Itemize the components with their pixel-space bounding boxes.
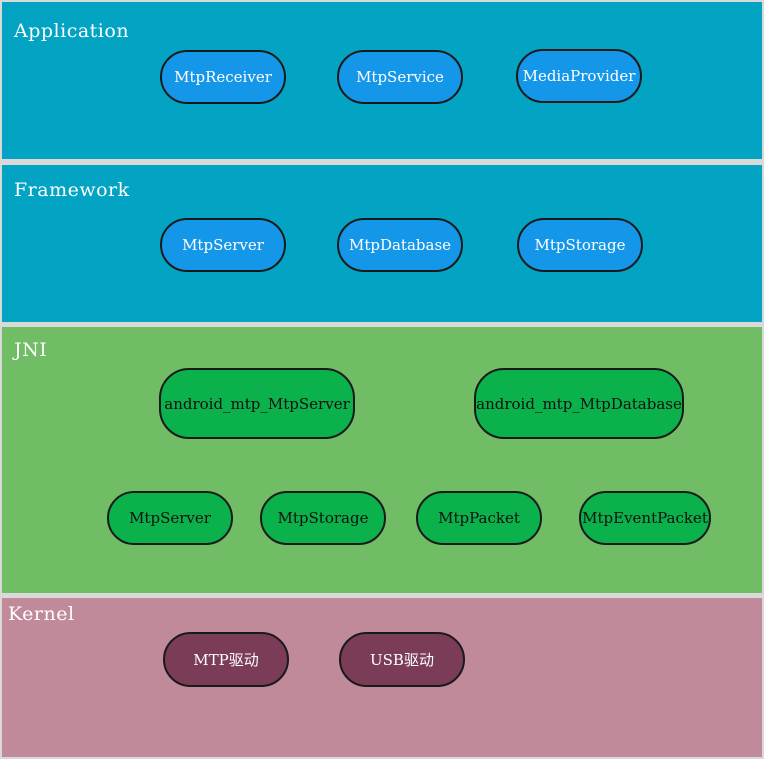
jni-layer: JNI android_mtp_MtpServer android_mtp_Mt… — [2, 327, 762, 593]
kernel-layer: Kernel MTP驱动 USB驱动 — [2, 598, 762, 757]
mtp-event-packet-node: MtpEventPacket — [579, 491, 711, 545]
kernel-layer-title: Kernel — [8, 603, 75, 625]
android-mtp-mtpserver-node: android_mtp_MtpServer — [159, 368, 355, 439]
mtp-packet-node: MtpPacket — [416, 491, 542, 545]
mtp-service-node: MtpService — [337, 50, 463, 104]
mtp-database-node: MtpDatabase — [337, 218, 463, 272]
android-mtp-mtpdatabase-node: android_mtp_MtpDatabase — [474, 368, 684, 439]
jni-mtp-storage-node: MtpStorage — [260, 491, 386, 545]
jni-layer-title: JNI — [14, 339, 48, 361]
application-layer: Application MtpReceiver MtpService Media… — [2, 2, 762, 159]
mtp-driver-node: MTP驱动 — [163, 632, 289, 687]
usb-driver-node: USB驱动 — [339, 632, 465, 687]
framework-mtp-server-node: MtpServer — [160, 218, 286, 272]
framework-layer-title: Framework — [14, 179, 130, 201]
media-provider-node: MediaProvider — [516, 49, 642, 103]
jni-mtp-server-node: MtpServer — [107, 491, 233, 545]
application-layer-title: Application — [14, 20, 130, 42]
mtp-receiver-node: MtpReceiver — [160, 50, 286, 104]
framework-layer: Framework MtpServer MtpDatabase MtpStora… — [2, 165, 762, 322]
framework-mtp-storage-node: MtpStorage — [517, 218, 643, 272]
